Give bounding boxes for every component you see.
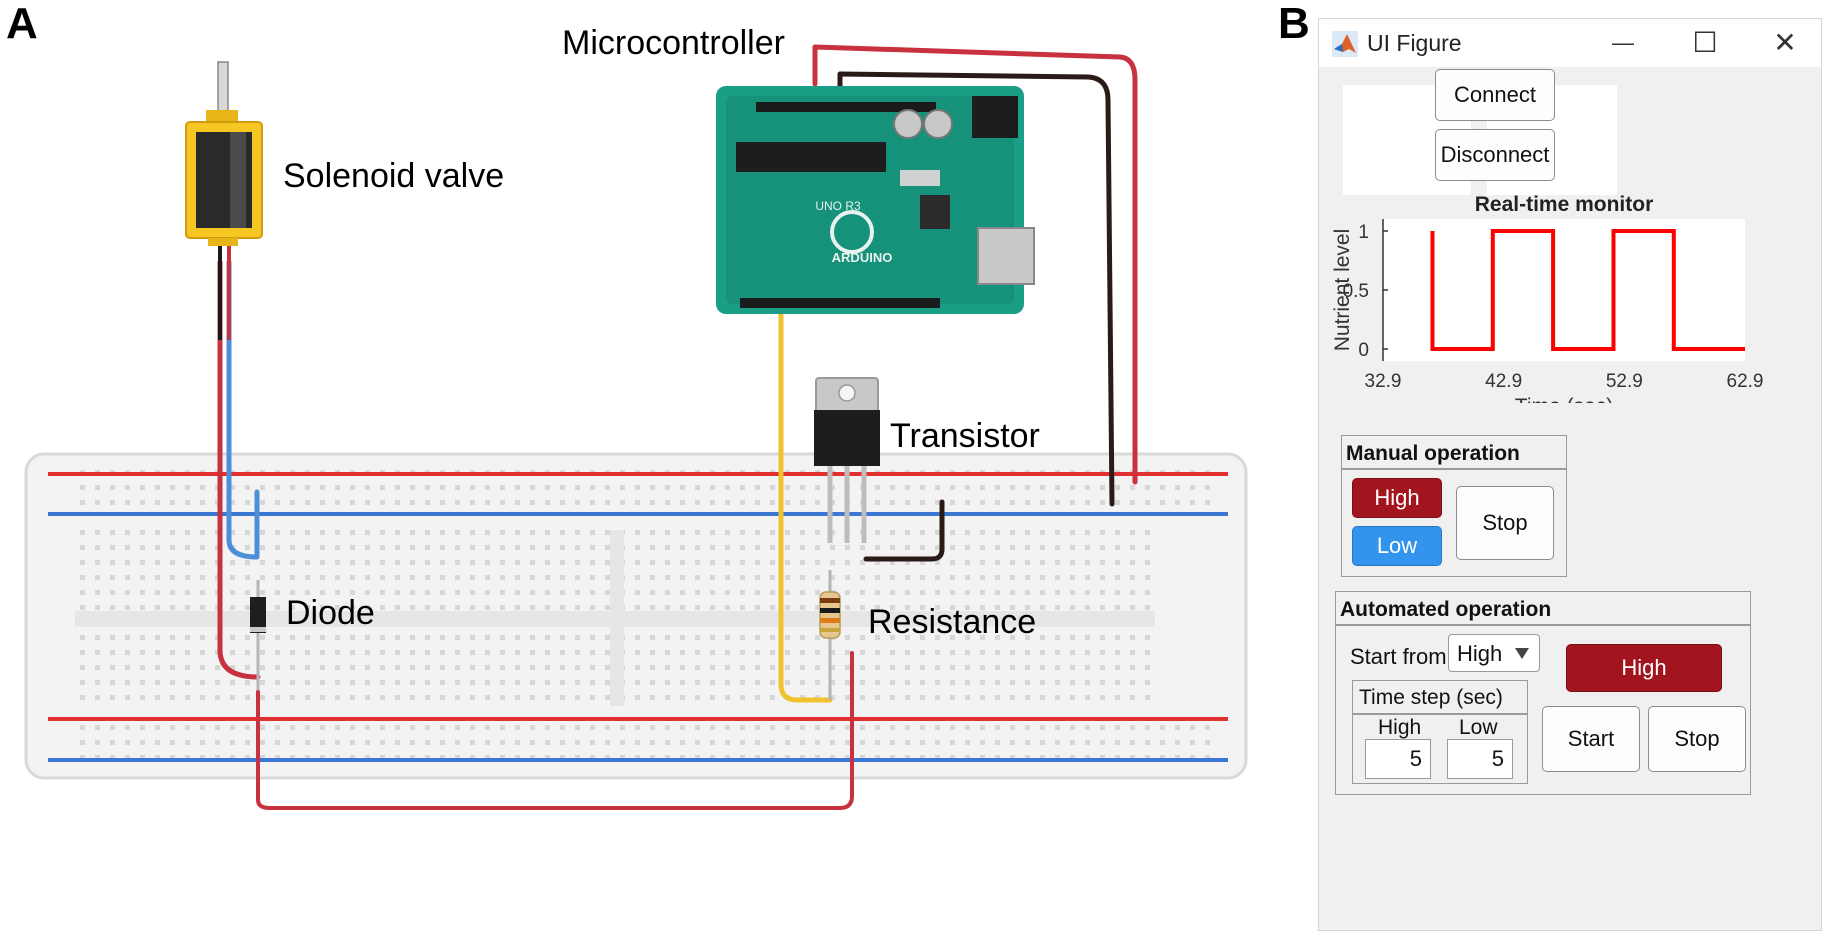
chart-title: Real-time monitor — [1475, 193, 1654, 216]
manual-operation-panel: Manual operation High Low Stop — [1341, 435, 1567, 577]
disconnect-button[interactable]: Disconnect — [1435, 129, 1555, 181]
automated-high-indicator: High — [1566, 644, 1722, 692]
label-diode: Diode — [286, 594, 375, 632]
wires — [217, 44, 1138, 810]
time-step-high-input[interactable]: 5 — [1365, 739, 1431, 779]
time-step-low-input[interactable]: 5 — [1447, 739, 1513, 779]
ui-figure-window: UI Figure — ☐ ✕ Connect Disconnect Real-… — [1318, 18, 1822, 931]
transistor — [814, 377, 880, 543]
manual-stop-button[interactable]: Stop — [1456, 486, 1554, 560]
panel-label-b: B — [1278, 0, 1310, 48]
solenoid-valve — [185, 61, 263, 340]
label-transistor: Transistor — [890, 417, 1040, 455]
panel-label-a: A — [6, 0, 38, 48]
time-step-panel: Time step (sec) High Low 5 5 — [1352, 680, 1528, 784]
close-button[interactable]: ✕ — [1773, 27, 1797, 58]
x-tick-label: 52.9 — [1606, 371, 1643, 392]
manual-high-button[interactable]: High — [1352, 478, 1442, 518]
y-tick-label: 1 — [1358, 222, 1369, 243]
time-step-low-label: Low — [1459, 716, 1498, 739]
label-solenoid-valve: Solenoid valve — [283, 157, 505, 195]
x-tick-label: 32.9 — [1365, 371, 1402, 392]
x-tick-label: 62.9 — [1727, 371, 1764, 392]
breadboard — [24, 452, 1248, 780]
wire-black-arduino-rail — [837, 71, 1115, 507]
connect-button[interactable]: Connect — [1435, 69, 1555, 121]
wire-red-diode-resistor — [256, 651, 854, 810]
time-step-divider — [1353, 713, 1527, 715]
x-tick-label: 42.9 — [1485, 371, 1522, 392]
minimize-button[interactable]: — — [1612, 30, 1634, 55]
manual-operation-title: Manual operation — [1346, 442, 1520, 465]
x-axis-label: Time (sec) — [1515, 395, 1613, 403]
board-model-text: UNO R3 — [815, 199, 861, 213]
diode — [250, 580, 266, 690]
y-axis-label: Nutrient level — [1331, 229, 1354, 352]
title-bar: UI Figure — ☐ ✕ — [1319, 19, 1821, 67]
automated-stop-button[interactable]: Stop — [1648, 706, 1746, 772]
manual-low-button[interactable]: Low — [1352, 526, 1442, 566]
wire-blue-solenoid-rail — [226, 259, 260, 560]
label-resistance: Resistance — [868, 603, 1037, 641]
start-from-dropdown[interactable]: High — [1448, 634, 1540, 672]
chevron-down-icon — [1515, 648, 1529, 659]
time-step-title: Time step (sec) — [1359, 686, 1503, 709]
wire-red-arduino-rail — [812, 44, 1138, 485]
wire-black-transistor-rail — [863, 499, 945, 562]
matlab-icon — [1332, 31, 1358, 57]
manual-operation-divider — [1342, 468, 1566, 470]
board-brand-text: ARDUINO — [832, 250, 893, 265]
automated-operation-panel: Automated operation Start from High High… — [1335, 591, 1751, 795]
real-time-monitor-chart: Real-time monitor 0 0.5 1 32.9 42.9 52.9 62.9Ti… — [1331, 193, 1764, 403]
wire-yellow-arduino-resistor — [778, 310, 833, 703]
resistor — [819, 570, 841, 700]
automated-operation-divider — [1336, 624, 1750, 626]
label-microcontroller: Microcontroller — [562, 24, 785, 62]
time-step-high-label: High — [1378, 716, 1422, 739]
automated-operation-title: Automated operation — [1340, 598, 1552, 621]
wire-red-solenoid-diode — [217, 259, 261, 680]
arduino-board: ARDUINO UNO R3 — [716, 86, 1035, 314]
nutrient-level-series — [1430, 229, 1745, 351]
automated-start-button[interactable]: Start — [1542, 706, 1640, 772]
window-title: UI Figure — [1367, 30, 1462, 56]
y-tick-label: 0.5 — [1343, 281, 1369, 302]
plot-area — [1383, 219, 1745, 361]
start-from-value: High — [1457, 641, 1503, 666]
maximize-button[interactable]: ☐ — [1692, 27, 1718, 58]
circuit-diagram: ARDUINO UNO R3 — [24, 44, 1248, 810]
y-tick-label: 0 — [1358, 340, 1369, 361]
start-from-label: Start from — [1350, 644, 1447, 669]
